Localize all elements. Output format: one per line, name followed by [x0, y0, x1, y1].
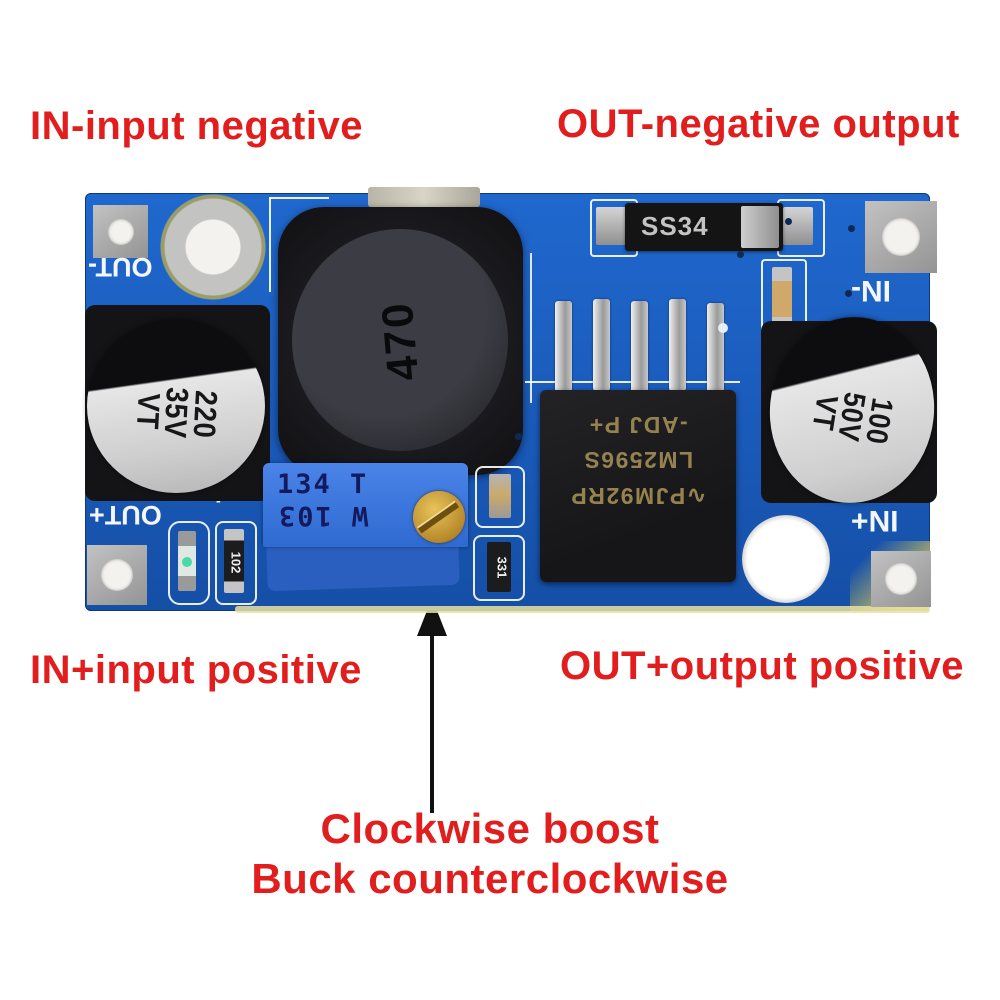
potentiometer-marking: 134 T W 103 — [277, 469, 368, 531]
pot-line-top: 134 T — [277, 469, 369, 500]
board-edge-highlight — [235, 606, 930, 613]
arrow-line — [430, 633, 434, 813]
pad-in-negative — [865, 201, 937, 273]
ic-chip: ∿PJM92RP LM2596S -ADJ P+ — [540, 390, 736, 582]
diode-pad — [783, 207, 813, 245]
mounting-hole-top-left — [158, 193, 268, 301]
ic-line: LM2596S — [582, 447, 694, 474]
silkscreen-line — [530, 253, 532, 403]
ic-leg — [669, 299, 686, 391]
ic-marking: ∿PJM92RP LM2596S -ADJ P+ — [540, 406, 736, 513]
inductor: 470 — [278, 207, 523, 475]
silkscreen-out-minus: OUT- — [88, 252, 153, 282]
silkscreen-out-plus: OUT+ — [89, 500, 162, 530]
screw-slot — [416, 500, 460, 534]
led-die — [182, 557, 192, 567]
via — [737, 251, 744, 258]
ceramic-capacitor — [772, 267, 792, 331]
diode: SS34 — [625, 203, 783, 251]
pad-hole — [882, 218, 920, 256]
diode-cathode-band — [741, 206, 779, 248]
small-resistor-marking: 331 — [494, 556, 510, 579]
left-capacitor: 220 35V VT — [87, 319, 265, 493]
cap-line: VT — [805, 393, 844, 434]
pad-hole — [885, 563, 917, 595]
ic-line: -ADJ P+ — [588, 411, 688, 438]
cap-line: VT — [129, 392, 167, 431]
resistor: 102 — [224, 529, 244, 593]
label-adjustment-note: Clockwise boost Buck counterclockwise — [170, 804, 810, 905]
silkscreen-box — [475, 466, 525, 528]
small-resistor: 331 — [487, 542, 511, 592]
silkscreen-line — [269, 197, 329, 199]
pot-line-bottom: W 103 — [277, 500, 369, 532]
via — [845, 290, 852, 297]
inductor-marking: 470 — [372, 299, 428, 383]
silkscreen-in-plus: IN+ — [851, 504, 899, 537]
diode-pad — [596, 207, 626, 245]
right-capacitor-marking: 100 50V VT — [805, 386, 899, 448]
inductor-core — [292, 229, 508, 451]
via — [848, 225, 855, 232]
ic-leg — [593, 299, 610, 391]
pad-out-positive — [87, 545, 147, 605]
ic-leg — [631, 301, 648, 393]
via — [515, 433, 522, 440]
label-in-negative: IN-input negative — [30, 104, 363, 148]
potentiometer: 134 T W 103 — [263, 463, 468, 592]
label-in-positive: IN+input positive — [30, 648, 362, 692]
ic-leg — [707, 303, 724, 395]
left-capacitor-marking: 220 35V VT — [129, 385, 224, 441]
label-buck-counterclockwise: Buck counterclockwise — [251, 855, 729, 903]
label-clockwise-boost: Clockwise boost — [320, 805, 660, 852]
silkscreen-box: 331 — [473, 535, 525, 601]
silkscreen-in-minus: IN- — [851, 274, 891, 307]
silkscreen-box: 102 — [215, 521, 257, 605]
silkscreen-line — [269, 197, 271, 292]
via — [785, 218, 792, 225]
led — [178, 531, 196, 591]
pad-hole — [107, 218, 134, 245]
potentiometer-base — [266, 539, 460, 592]
pcb-board: OUT- OUT+ IN- IN+ + 220 35V VT 470 134 T… — [85, 187, 944, 613]
adjustment-screw — [413, 491, 465, 543]
inductor-solder-tab — [368, 187, 480, 207]
label-out-positive: OUT+output positive — [560, 644, 964, 688]
ceramic-capacitor — [489, 474, 511, 518]
via — [718, 323, 728, 333]
pad-hole — [101, 559, 133, 591]
mounting-hole-bottom-right — [742, 515, 830, 603]
ic-leg — [555, 301, 572, 393]
pad-in-positive — [871, 551, 931, 607]
ic-line: ∿PJM92RP — [569, 482, 707, 509]
pad-top-left — [93, 205, 148, 258]
resistor-marking: 102 — [228, 551, 244, 574]
label-out-negative: OUT-negative output — [557, 102, 960, 146]
diode-marking: SS34 — [641, 211, 709, 241]
silkscreen-box — [168, 521, 210, 605]
